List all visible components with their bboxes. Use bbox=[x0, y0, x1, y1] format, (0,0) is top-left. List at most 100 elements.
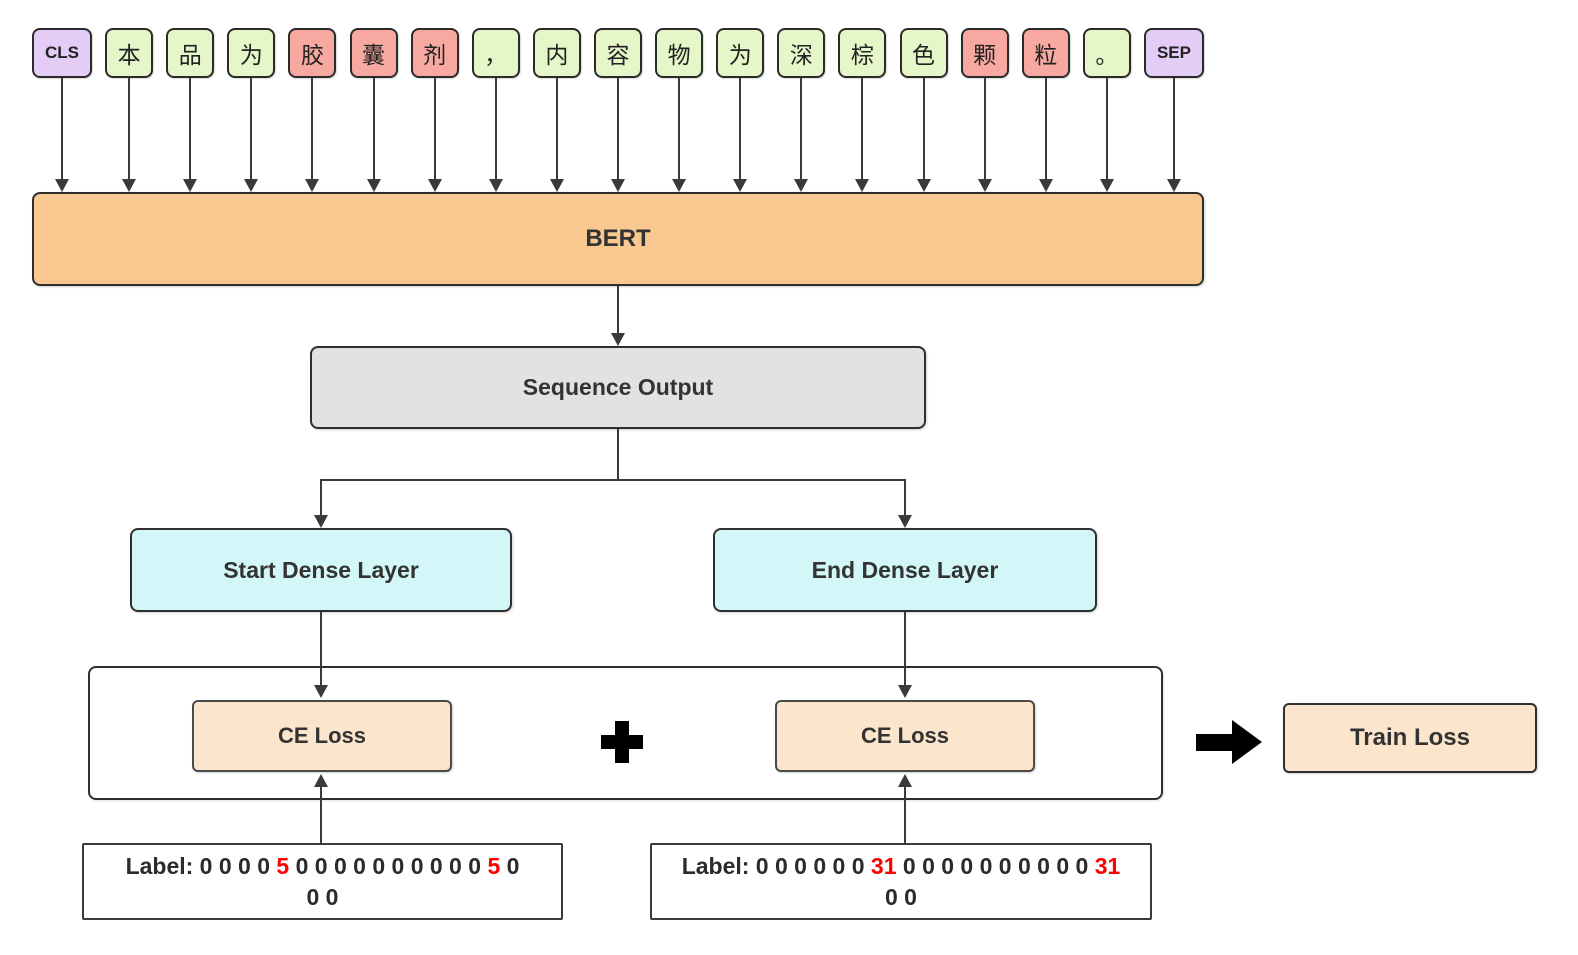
sequence-output-box: Sequence Output bbox=[310, 346, 926, 429]
token-arrow-icon bbox=[366, 78, 381, 192]
token-arrow-icon bbox=[488, 78, 503, 192]
right-arrow-icon bbox=[1232, 720, 1262, 764]
token-cell-8: 内 bbox=[532, 28, 581, 192]
token-arrow-icon bbox=[610, 78, 625, 192]
token-box-10: 物 bbox=[655, 28, 704, 78]
token-box-1: 本 bbox=[105, 28, 154, 78]
token-box-16: 粒 bbox=[1021, 28, 1070, 78]
token-cell-9: 容 bbox=[593, 28, 642, 192]
end-dense-layer-label: End Dense Layer bbox=[811, 556, 999, 583]
token-arrow-icon bbox=[1166, 78, 1181, 192]
token-arrow-icon bbox=[1038, 78, 1053, 192]
token-box-18: SEP bbox=[1143, 28, 1204, 78]
label-highlight-value: 5 bbox=[276, 852, 290, 879]
label-highlight-value: 31 bbox=[870, 852, 897, 879]
token-arrow-icon bbox=[305, 78, 320, 192]
token-cell-13: 棕 bbox=[838, 28, 887, 192]
label-text: 0 0 0 0 0 0 0 0 0 0 bbox=[896, 852, 1095, 879]
train-loss-box: Train Loss bbox=[1283, 703, 1537, 773]
branch-left-line bbox=[320, 479, 322, 516]
token-cell-3: 为 bbox=[227, 28, 276, 192]
token-box-17: 。 bbox=[1082, 28, 1131, 78]
end-dense-to-celoss-arrowhead-icon bbox=[898, 685, 912, 698]
token-cell-11: 为 bbox=[716, 28, 765, 192]
token-cell-15: 颗 bbox=[960, 28, 1009, 192]
token-cell-0: CLS bbox=[32, 28, 92, 192]
start-label-arrowhead-icon bbox=[314, 774, 328, 787]
token-arrow-icon bbox=[549, 78, 564, 192]
branch-right-arrowhead-icon bbox=[898, 515, 912, 528]
label-line: Label: 0 0 0 0 0 0 31 0 0 0 0 0 0 0 0 0 … bbox=[682, 851, 1121, 882]
label-line: 0 0 bbox=[307, 882, 339, 913]
token-box-6: 剂 bbox=[410, 28, 459, 78]
end-label-box: Label: 0 0 0 0 0 0 31 0 0 0 0 0 0 0 0 0 … bbox=[650, 843, 1152, 920]
token-arrow-icon bbox=[733, 78, 748, 192]
token-cell-2: 品 bbox=[166, 28, 215, 192]
token-arrow-icon bbox=[916, 78, 931, 192]
bert-label: BERT bbox=[585, 225, 651, 252]
start-dense-to-celoss-line bbox=[320, 612, 322, 685]
token-cell-7: ， bbox=[471, 28, 520, 192]
token-box-7: ， bbox=[471, 28, 520, 78]
token-arrow-icon bbox=[427, 78, 442, 192]
start-dense-layer-label: Start Dense Layer bbox=[223, 556, 419, 583]
ce-loss-start-label: CE Loss bbox=[277, 723, 367, 748]
token-box-3: 为 bbox=[227, 28, 276, 78]
token-box-14: 色 bbox=[899, 28, 948, 78]
token-arrow-icon bbox=[794, 78, 809, 192]
bert-to-sequence-arrowhead-icon bbox=[611, 333, 625, 346]
label-highlight-value: 31 bbox=[1094, 852, 1121, 879]
token-cell-10: 物 bbox=[655, 28, 704, 192]
start-label-line bbox=[320, 786, 322, 843]
token-cell-17: 。 bbox=[1082, 28, 1131, 192]
token-arrow-icon bbox=[1099, 78, 1114, 192]
token-box-9: 容 bbox=[593, 28, 642, 78]
token-box-0: CLS bbox=[32, 28, 92, 78]
start-dense-to-celoss-arrowhead-icon bbox=[314, 685, 328, 698]
token-cell-5: 囊 bbox=[349, 28, 398, 192]
token-box-4: 胶 bbox=[288, 28, 337, 78]
start-label-box: Label: 0 0 0 0 5 0 0 0 0 0 0 0 0 0 0 5 0… bbox=[82, 843, 563, 920]
token-arrow-icon bbox=[122, 78, 137, 192]
sequence-output-label: Sequence Output bbox=[522, 374, 714, 400]
ce-loss-end-label: CE Loss bbox=[860, 723, 950, 748]
token-box-11: 为 bbox=[716, 28, 765, 78]
token-arrow-icon bbox=[55, 78, 69, 192]
token-box-12: 深 bbox=[777, 28, 826, 78]
train-loss-label: Train Loss bbox=[1349, 724, 1471, 751]
label-text: 0 bbox=[500, 852, 520, 879]
bert-to-sequence-line bbox=[617, 286, 619, 333]
end-dense-layer-box: End Dense Layer bbox=[713, 528, 1097, 612]
plus-icon bbox=[615, 721, 629, 763]
token-cell-16: 粒 bbox=[1021, 28, 1070, 192]
token-arrow-icon bbox=[183, 78, 198, 192]
label-text: 0 0 bbox=[306, 883, 339, 910]
label-highlight-value: 5 bbox=[487, 852, 501, 879]
end-label-line bbox=[904, 786, 906, 843]
token-box-8: 内 bbox=[532, 28, 581, 78]
end-label-arrowhead-icon bbox=[898, 774, 912, 787]
token-box-13: 棕 bbox=[838, 28, 887, 78]
branch-right-line bbox=[904, 479, 906, 516]
token-arrow-icon bbox=[977, 78, 992, 192]
token-cell-4: 胶 bbox=[288, 28, 337, 192]
token-box-2: 品 bbox=[166, 28, 215, 78]
end-dense-to-celoss-line bbox=[904, 612, 906, 685]
token-box-5: 囊 bbox=[349, 28, 398, 78]
token-cell-14: 色 bbox=[899, 28, 948, 192]
branch-horizontal-line bbox=[320, 479, 906, 481]
label-text: Label: 0 0 0 0 bbox=[125, 852, 277, 879]
bert-box: BERT bbox=[32, 192, 1204, 286]
label-text: Label: 0 0 0 0 0 0 bbox=[681, 852, 871, 879]
token-cell-6: 剂 bbox=[410, 28, 459, 192]
token-cell-18: SEP bbox=[1143, 28, 1204, 192]
right-arrow-icon bbox=[1196, 734, 1232, 751]
label-line: Label: 0 0 0 0 5 0 0 0 0 0 0 0 0 0 0 5 0 bbox=[126, 851, 520, 882]
token-box-15: 颗 bbox=[960, 28, 1009, 78]
branch-left-arrowhead-icon bbox=[314, 515, 328, 528]
label-text: 0 0 bbox=[885, 883, 917, 910]
ce-loss-end-box: CE Loss bbox=[775, 700, 1035, 772]
token-arrow-icon bbox=[672, 78, 687, 192]
